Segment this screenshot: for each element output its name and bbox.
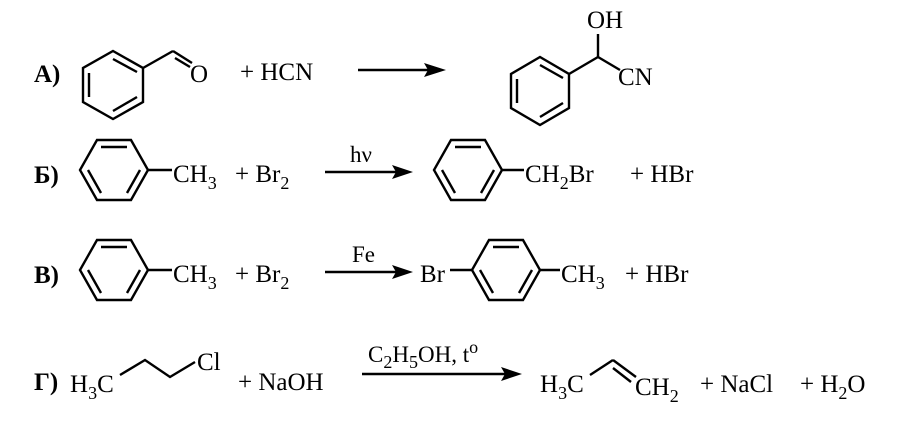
reaction-g: Г) H3C Cl + NaOH C2H5OH, to H3C CH2 + Na… <box>34 337 865 406</box>
reaction-v: В) CH3 + Br2 Fe Br CH3 + HBr <box>34 238 689 302</box>
toluene-structure: CH3 <box>78 238 217 302</box>
bromine-atom: Br <box>420 261 446 288</box>
reagent: + HCN <box>240 59 313 86</box>
reaction-arrow <box>358 63 446 77</box>
reaction-condition: C2H5OH, to <box>368 337 478 372</box>
reaction-condition: hν <box>350 142 372 167</box>
reaction-arrow <box>325 165 413 179</box>
oxygen-atom: O <box>190 61 208 88</box>
methyl-group: CH3 <box>173 161 217 193</box>
hydroxyl-group: OH <box>587 7 623 34</box>
reaction-arrow <box>362 367 522 381</box>
methylene-group: CH2 <box>635 374 679 406</box>
mandelonitrile-structure: OH CN <box>509 7 653 127</box>
methyl-group: H3C <box>540 371 584 403</box>
byproduct-water: + H2O <box>800 371 865 403</box>
benzaldehyde-structure: O <box>81 49 208 121</box>
reaction-label: Б) <box>34 162 59 189</box>
reaction-label: Г) <box>34 369 58 396</box>
chloropropane-structure: H3C Cl <box>70 349 221 403</box>
reaction-b: Б) CH3 + Br2 hν CH2Br + HBr <box>34 138 694 202</box>
reaction-label: В) <box>34 262 59 289</box>
reaction-label: А) <box>34 61 60 88</box>
toluene-structure: CH3 <box>78 138 217 202</box>
reagent: + Br2 <box>235 161 289 193</box>
reaction-condition: Fe <box>352 242 375 267</box>
byproduct-nacl: + NaCl <box>700 371 773 398</box>
methyl-group: CH3 <box>173 261 217 293</box>
bromotoluene-structure: Br CH3 <box>420 238 605 302</box>
reagent: + NaOH <box>238 369 324 396</box>
methyl-group: CH3 <box>561 261 605 293</box>
propene-structure: H3C CH2 <box>540 358 679 406</box>
benzyl-bromide-structure: CH2Br <box>432 138 594 202</box>
byproduct: + HBr <box>630 161 694 188</box>
bromomethyl-group: CH2Br <box>525 161 594 193</box>
reagent: + Br2 <box>235 261 289 293</box>
reaction-a: А) O + HCN OH CN <box>34 7 653 127</box>
nitrile-group: CN <box>618 64 653 91</box>
reaction-arrow <box>325 265 413 279</box>
byproduct: + HBr <box>625 261 689 288</box>
methyl-group: H3C <box>70 371 114 403</box>
chlorine-atom: Cl <box>197 349 221 376</box>
